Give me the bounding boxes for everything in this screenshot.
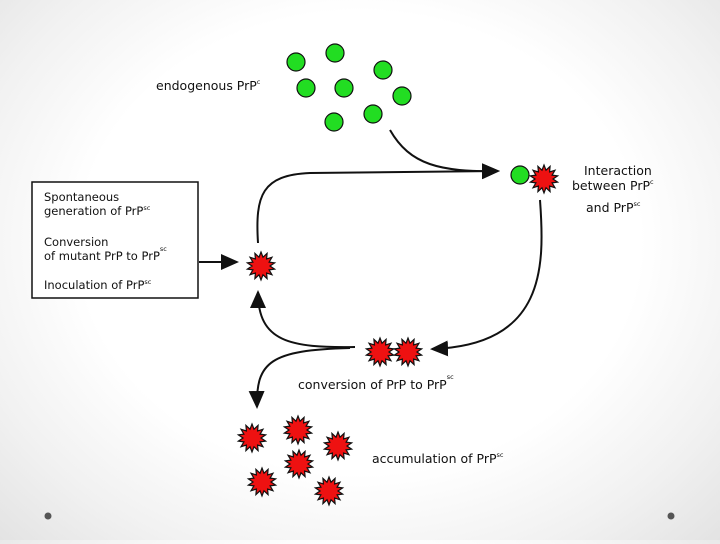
interaction-label-line3: and PrPsc <box>586 200 641 215</box>
accumulated-prpsc-cluster <box>236 414 354 507</box>
seed-prpsc-molecule <box>245 250 277 282</box>
prpsc-molecule <box>364 336 396 368</box>
prpc-molecule <box>324 112 344 132</box>
endogenous-prpc-label: endogenous PrPc <box>156 78 261 93</box>
prpc-molecule <box>296 78 316 98</box>
arrows <box>199 129 543 409</box>
prpc-molecule <box>373 60 393 80</box>
arrow-cycle-top <box>256 163 500 244</box>
prpc-molecule <box>286 52 306 72</box>
prpsc-molecule <box>392 336 424 368</box>
prpsc-molecule <box>236 422 268 454</box>
arrow-conversion-to-seed <box>250 290 356 349</box>
conversion-pair <box>364 336 424 368</box>
prpc-molecule <box>363 104 383 124</box>
prpsc-molecule <box>313 475 345 507</box>
prpsc-molecule <box>528 163 560 195</box>
source-generation: generation of PrPsc <box>44 204 151 218</box>
prpc-molecule <box>334 78 354 98</box>
prpsc-molecule <box>322 430 354 462</box>
prpc-molecule <box>510 165 530 185</box>
source-box: Spontaneous generation of PrPsc Conversi… <box>31 181 199 299</box>
accumulation-label: accumulation of PrPsc <box>372 451 504 466</box>
interaction-pair <box>510 163 560 195</box>
source-inoculation: Inoculation of PrPsc <box>44 278 152 292</box>
slide-corner-dot-left <box>44 512 52 520</box>
prpsc-molecule <box>282 414 314 446</box>
prpc-molecule <box>392 86 412 106</box>
prpsc-molecule <box>283 448 315 480</box>
source-box-frame <box>31 181 199 299</box>
source-mutant: of mutant PrP to PrPsc <box>44 245 167 263</box>
slide-corner-dot-right <box>667 512 675 520</box>
endogenous-prpc-cluster <box>286 43 412 132</box>
source-spontaneous: Spontaneous <box>44 190 119 204</box>
source-conversion: Conversion <box>44 235 108 249</box>
prpc-molecule <box>325 43 345 63</box>
arrow-to-accumulation <box>248 347 351 409</box>
arrow-to-interaction <box>389 129 500 180</box>
interaction-label-line1: Interaction <box>584 163 652 178</box>
interaction-label-line2: between PrPc <box>572 178 654 193</box>
prpsc-molecule <box>246 466 278 498</box>
conversion-label: conversion of PrP to PrPsc <box>298 373 454 392</box>
arrow-interaction-to-conversion <box>430 199 543 357</box>
